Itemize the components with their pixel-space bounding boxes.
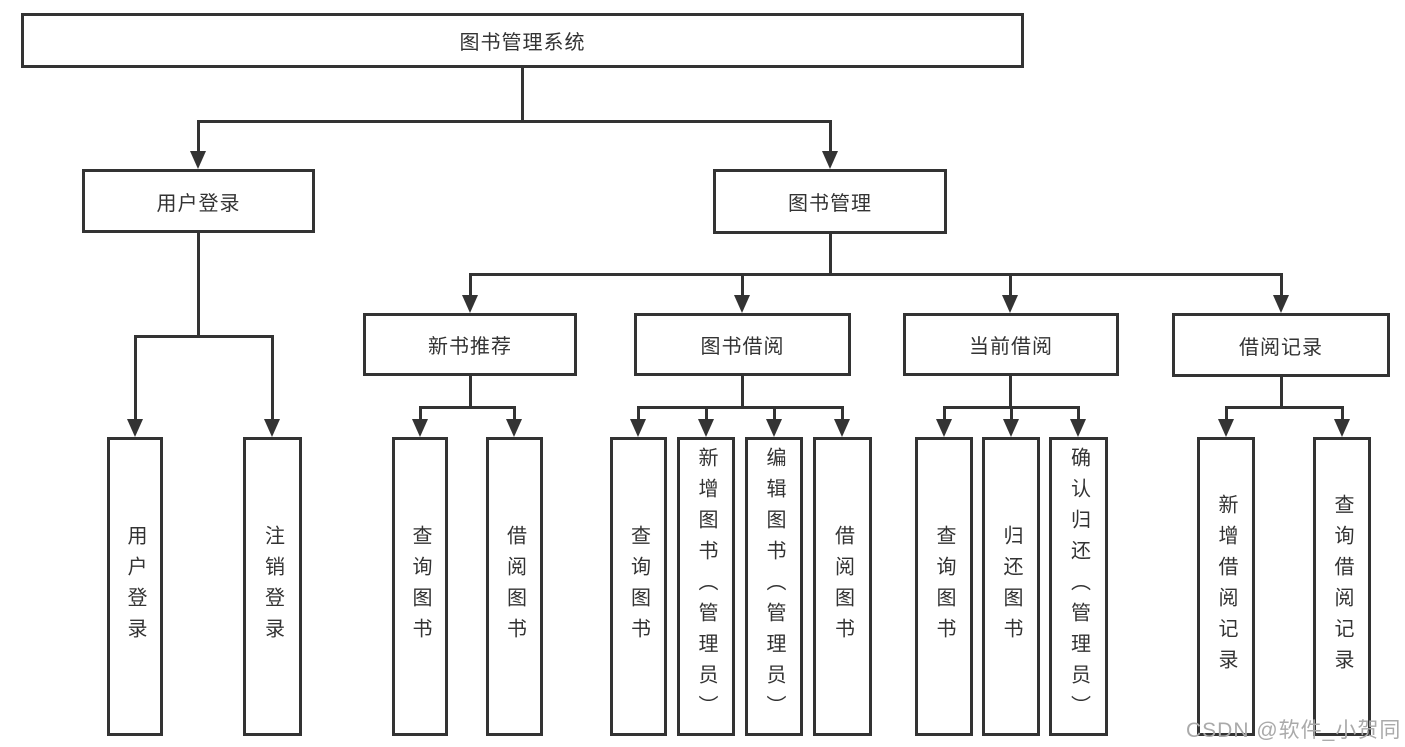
node-borrow-records: 借阅记录	[1172, 313, 1390, 377]
arrowhead-borrow-books-recommend	[506, 419, 522, 437]
arrowhead-return-book	[1003, 419, 1019, 437]
leaf-add-borrow-record: 新增借阅记录	[1197, 437, 1255, 736]
edge-level2-hline	[197, 120, 831, 123]
arrowhead-edit-book-admin	[766, 419, 782, 437]
arrowhead-book-management	[822, 151, 838, 169]
leaf-query-books-current: 查询图书	[915, 437, 973, 736]
edge-new-book-recommend-stem	[469, 376, 472, 406]
leaf-query-borrow-record: 查询借阅记录	[1313, 437, 1371, 736]
node-new-book-recommend-label: 新书推荐	[428, 336, 512, 358]
arrowhead-borrow-books	[834, 419, 850, 437]
node-book-borrow-label: 图书借阅	[700, 336, 785, 358]
leaf-query-books-borrow: 查询图书	[610, 437, 667, 736]
node-user-login-label: 用户登录	[156, 192, 241, 215]
edge-drop-query-books-recommend	[419, 406, 422, 419]
leaf-borrow-books-recommend-label: 借阅图书	[503, 524, 526, 649]
edge-drop-add-borrow-record	[1225, 406, 1228, 419]
arrowhead-current-borrow	[1002, 295, 1018, 313]
leaf-borrow-books: 借阅图书	[813, 437, 872, 736]
edge-new-book-recommend-hline	[419, 406, 515, 409]
edge-book-borrow-stem	[741, 376, 744, 406]
edge-drop-user-login	[197, 120, 200, 153]
edge-drop-query-borrow-record	[1341, 406, 1344, 419]
leaf-edit-book-admin: 编辑图书（管理员）	[745, 437, 803, 736]
edge-drop-current-borrow	[1009, 273, 1012, 295]
edge-drop-edit-book-admin	[773, 406, 776, 419]
leaf-return-book-label: 归还图书	[1000, 524, 1022, 649]
node-current-borrow-label: 当前借阅	[969, 336, 1053, 358]
edge-borrow-records-hline	[1225, 406, 1343, 409]
node-user-login: 用户登录	[82, 169, 315, 233]
edge-user-login-stem	[197, 233, 200, 335]
arrowhead-leaf-user-login	[127, 419, 143, 437]
edge-root-stem	[521, 68, 524, 120]
leaf-logout: 注销登录	[243, 437, 302, 736]
node-root: 图书管理系统	[21, 13, 1024, 68]
edge-drop-borrow-books-recommend	[513, 406, 516, 419]
leaf-borrow-books-recommend: 借阅图书	[486, 437, 543, 736]
edge-drop-leaf-user-login	[134, 335, 137, 419]
edge-book-borrow-hline	[637, 406, 843, 409]
edge-drop-query-books-current	[943, 406, 946, 419]
leaf-return-book: 归还图书	[982, 437, 1040, 736]
arrowhead-user-login	[190, 151, 206, 169]
leaf-query-books-current-label: 查询图书	[933, 524, 955, 649]
node-borrow-records-label: 借阅记录	[1239, 336, 1323, 359]
arrowhead-borrow-records	[1273, 295, 1289, 313]
node-book-management-label: 图书管理	[788, 193, 872, 215]
edge-level3-hline	[469, 273, 1283, 276]
leaf-confirm-return-admin-label: 确认归还（管理员）	[1067, 447, 1090, 726]
arrowhead-query-books-recommend	[412, 419, 428, 437]
leaf-add-book-admin: 新增图书（管理员）	[677, 437, 735, 736]
arrowhead-book-borrow	[734, 295, 750, 313]
edge-user-login-hline	[134, 335, 273, 338]
leaf-logout-label: 注销登录	[261, 524, 284, 649]
edge-drop-confirm-return-admin	[1077, 406, 1080, 419]
edge-drop-borrow-records	[1280, 273, 1283, 295]
arrowhead-query-books-current	[936, 419, 952, 437]
node-root-label: 图书管理系统	[459, 32, 586, 54]
leaf-edit-book-admin-label: 编辑图书（管理员）	[763, 447, 785, 726]
edge-drop-book-management	[829, 120, 832, 153]
edge-drop-leaf-logout	[271, 335, 274, 419]
arrowhead-confirm-return-admin	[1070, 419, 1086, 437]
edge-book-management-stem	[829, 234, 832, 273]
arrowhead-add-borrow-record	[1218, 419, 1234, 437]
leaf-query-books-recommend-label: 查询图书	[409, 524, 431, 649]
leaf-borrow-books-label: 借阅图书	[831, 524, 854, 649]
arrowhead-add-book-admin	[698, 419, 714, 437]
leaf-query-books-recommend: 查询图书	[392, 437, 448, 736]
arrowhead-leaf-logout	[264, 419, 280, 437]
csdn-watermark: CSDN @软件_小贺同学	[1186, 719, 1402, 742]
node-new-book-recommend: 新书推荐	[363, 313, 577, 376]
edge-drop-query-books-borrow	[637, 406, 640, 419]
leaf-confirm-return-admin: 确认归还（管理员）	[1049, 437, 1108, 736]
edge-borrow-records-stem	[1280, 377, 1283, 406]
leaf-user-login: 用户登录	[107, 437, 163, 736]
edge-drop-add-book-admin	[705, 406, 708, 419]
leaf-query-books-borrow-label: 查询图书	[627, 524, 650, 649]
node-book-borrow: 图书借阅	[634, 313, 851, 376]
arrowhead-new-book-recommend	[462, 295, 478, 313]
leaf-add-book-admin-label: 新增图书（管理员）	[695, 447, 717, 726]
arrowhead-query-books-borrow	[630, 419, 646, 437]
arrowhead-query-borrow-record	[1334, 419, 1350, 437]
edge-drop-borrow-books	[841, 406, 844, 419]
leaf-add-borrow-record-label: 新增借阅记录	[1215, 493, 1237, 680]
node-current-borrow: 当前借阅	[903, 313, 1119, 376]
edge-current-borrow-stem	[1009, 376, 1012, 406]
edge-drop-return-book	[1010, 406, 1013, 419]
leaf-user-login-label: 用户登录	[124, 524, 146, 649]
edge-drop-new-book-recommend	[469, 273, 472, 295]
leaf-query-borrow-record-label: 查询借阅记录	[1331, 493, 1353, 680]
node-book-management: 图书管理	[713, 169, 947, 234]
edge-drop-book-borrow	[741, 273, 744, 295]
